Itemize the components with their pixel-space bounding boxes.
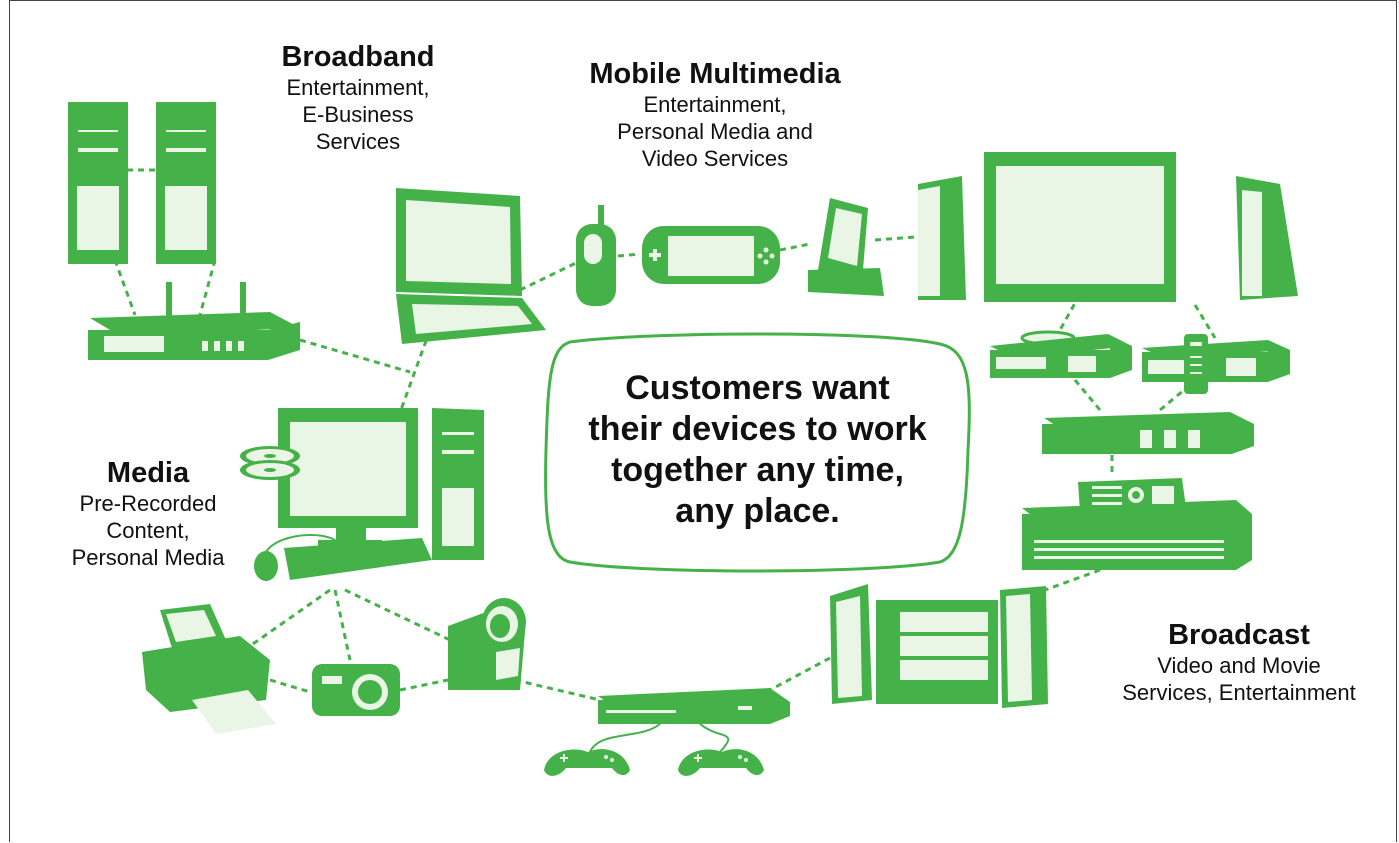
av-receiver-icon: [1022, 500, 1252, 570]
remote-control-icon: [1078, 478, 1186, 512]
dvd-player-icon: [990, 330, 1132, 378]
laptop-icon: [396, 188, 546, 344]
media-label: Media Pre-Recorded Content, Personal Med…: [48, 456, 248, 571]
stereo-system-icon: [830, 584, 1048, 708]
digital-camera-icon: [312, 664, 400, 716]
media-title: Media: [106, 457, 190, 489]
broadcast-label: Broadcast Video and Movie Services, Ente…: [1094, 618, 1384, 706]
cd-discs-icon: [240, 446, 300, 480]
remote-control-icon: [1184, 334, 1208, 394]
server-tower-icon: [68, 102, 128, 264]
gamepad-icon: [678, 749, 764, 776]
home-theater-tv-icon: [918, 152, 1298, 302]
center-message: Customers want their devices to work tog…: [588, 369, 927, 530]
hub-icon: [1042, 412, 1254, 454]
broadband-title: Broadband: [281, 41, 435, 73]
game-console-icon: [589, 688, 790, 753]
pda-icon: [808, 198, 884, 296]
server-tower-icon: [156, 102, 216, 264]
gamepad-icon: [544, 749, 630, 776]
center-callout-bubble: [544, 332, 971, 573]
broadband-label: Broadband Entertainment, E-Business Serv…: [258, 40, 458, 155]
camcorder-icon: [448, 598, 526, 690]
router-icon: [88, 282, 300, 360]
broadcast-description: Video and Movie Services, Entertainment: [1122, 653, 1356, 705]
mobile-multimedia-label: Mobile Multimedia Entertainment, Persona…: [560, 57, 870, 172]
set-top-box-icon: [1142, 340, 1290, 382]
keyboard-icon: [284, 538, 432, 580]
mobile-multimedia-description: Entertainment, Personal Media and Video …: [617, 92, 813, 171]
printer-icon: [142, 604, 276, 734]
mouse-icon: [254, 533, 341, 581]
handheld-game-icon: [642, 226, 780, 284]
cell-phone-icon: [576, 205, 616, 306]
diagram-frame: [9, 0, 1397, 842]
broadband-description: Entertainment, E-Business Services: [286, 75, 430, 154]
media-description: Pre-Recorded Content, Personal Media: [71, 491, 225, 570]
mobile-multimedia-title: Mobile Multimedia: [589, 58, 841, 90]
broadcast-title: Broadcast: [1168, 619, 1310, 651]
desktop-pc-icon: [278, 408, 484, 560]
